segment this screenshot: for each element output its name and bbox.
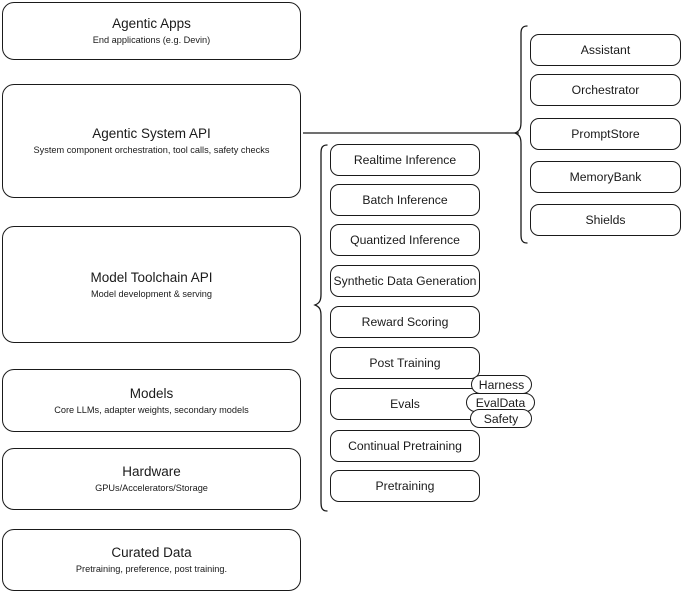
layer-title: Hardware	[122, 464, 181, 479]
toolchain-item-continual-pretraining[interactable]: Continual Pretraining	[330, 430, 480, 462]
layer-model-toolchain-api[interactable]: Model Toolchain API Model development & …	[2, 226, 301, 343]
evals-subcomponent-label: Harness	[478, 377, 525, 392]
toolchain-item-pretraining[interactable]: Pretraining	[330, 470, 480, 502]
layer-hardware[interactable]: Hardware GPUs/Accelerators/Storage	[2, 448, 301, 510]
layer-title: Agentic System API	[92, 126, 211, 141]
agentic-components-brace	[513, 25, 528, 244]
layer-models[interactable]: Models Core LLMs, adapter weights, secon…	[2, 369, 301, 432]
layer-title: Model Toolchain API	[90, 269, 213, 285]
agentic-item-label: Orchestrator	[571, 83, 640, 97]
layer-title: Agentic Apps	[112, 16, 191, 31]
toolchain-item-label: Pretraining	[375, 479, 435, 493]
toolchain-item-label: Synthetic Data Generation	[333, 274, 477, 288]
evals-subcomponent-label: Safety	[483, 411, 519, 426]
toolchain-item-quantized-inference[interactable]: Quantized Inference	[330, 224, 480, 256]
toolchain-item-synthetic-data-generation[interactable]: Synthetic Data Generation	[330, 265, 480, 297]
agentic-item-label: Shields	[585, 213, 626, 227]
toolchain-item-label: Realtime Inference	[353, 153, 457, 167]
agentic-item-label: MemoryBank	[569, 170, 642, 184]
toolchain-item-label: Batch Inference	[362, 193, 448, 207]
agentic-item-label: PromptStore	[571, 127, 640, 141]
layer-subtitle: GPUs/Accelerators/Storage	[95, 483, 208, 493]
layer-subtitle: System component orchestration, tool cal…	[33, 145, 270, 155]
toolchain-item-label: Evals	[390, 397, 420, 411]
layer-title: Curated Data	[111, 545, 192, 560]
layer-agentic-system-api[interactable]: Agentic System API System component orch…	[2, 84, 301, 198]
evals-subcomponent-label: EvalData	[475, 395, 526, 410]
agentic-item-promptstore[interactable]: PromptStore	[530, 118, 681, 150]
layer-agentic-apps[interactable]: Agentic Apps End applications (e.g. Devi…	[2, 2, 301, 60]
layer-curated-data[interactable]: Curated Data Pretraining, preference, po…	[2, 529, 301, 591]
layer-subtitle: Pretraining, preference, post training.	[75, 564, 228, 574]
toolchain-item-reward-scoring[interactable]: Reward Scoring	[330, 306, 480, 338]
agentic-item-orchestrator[interactable]: Orchestrator	[530, 74, 681, 106]
agentic-item-label: Assistant	[580, 43, 631, 57]
toolchain-item-label: Quantized Inference	[350, 233, 460, 247]
toolchain-item-label: Post Training	[369, 356, 441, 370]
toolchain-item-label: Reward Scoring	[361, 315, 449, 329]
agentic-item-assistant[interactable]: Assistant	[530, 34, 681, 66]
toolchain-item-evals[interactable]: Evals	[330, 388, 480, 420]
layer-subtitle: Model development & serving	[90, 288, 213, 299]
layer-title: Models	[129, 385, 174, 401]
toolchain-item-batch-inference[interactable]: Batch Inference	[330, 184, 480, 216]
toolchain-item-realtime-inference[interactable]: Realtime Inference	[330, 144, 480, 176]
toolchain-item-post-training[interactable]: Post Training	[330, 347, 480, 379]
toolchain-components-brace	[313, 144, 328, 512]
evals-subcomponent-harness[interactable]: Harness	[471, 375, 532, 394]
toolchain-item-label: Continual Pretraining	[348, 439, 462, 453]
agentic-item-shields[interactable]: Shields	[530, 204, 681, 236]
layer-subtitle: End applications (e.g. Devin)	[92, 35, 211, 45]
layer-subtitle: Core LLMs, adapter weights, secondary mo…	[54, 404, 249, 415]
evals-subcomponent-safety[interactable]: Safety	[470, 409, 532, 428]
agentic-item-memorybank[interactable]: MemoryBank	[530, 161, 681, 193]
